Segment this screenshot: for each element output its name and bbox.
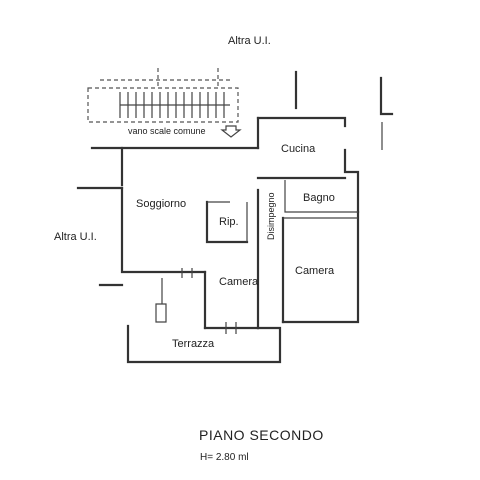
label-camera-2: Camera bbox=[295, 265, 335, 277]
label-vano-scale: vano scale comune bbox=[128, 126, 206, 136]
arrow-down-icon bbox=[220, 125, 242, 138]
label-bagno: Bagno bbox=[303, 192, 335, 204]
label-soggiorno: Soggiorno bbox=[136, 198, 186, 210]
label-camera-1: Camera bbox=[219, 276, 259, 288]
apartment-walls bbox=[76, 146, 360, 330]
partitions bbox=[155, 176, 358, 334]
label-cucina: Cucina bbox=[281, 143, 316, 155]
label-altra-left: Altra U.I. bbox=[54, 231, 97, 243]
terrace-outline bbox=[126, 324, 282, 364]
label-disimpegno: Disimpegno bbox=[266, 192, 276, 240]
upper-walls bbox=[90, 70, 394, 214]
label-rip: Rip. bbox=[219, 216, 239, 228]
plan-height: H= 2.80 ml bbox=[200, 452, 249, 463]
label-terrazza: Terrazza bbox=[172, 338, 215, 350]
stair-hatching bbox=[87, 68, 239, 123]
plan-title: PIANO SECONDO bbox=[199, 427, 324, 443]
label-altra-top: Altra U.I. bbox=[228, 35, 271, 47]
